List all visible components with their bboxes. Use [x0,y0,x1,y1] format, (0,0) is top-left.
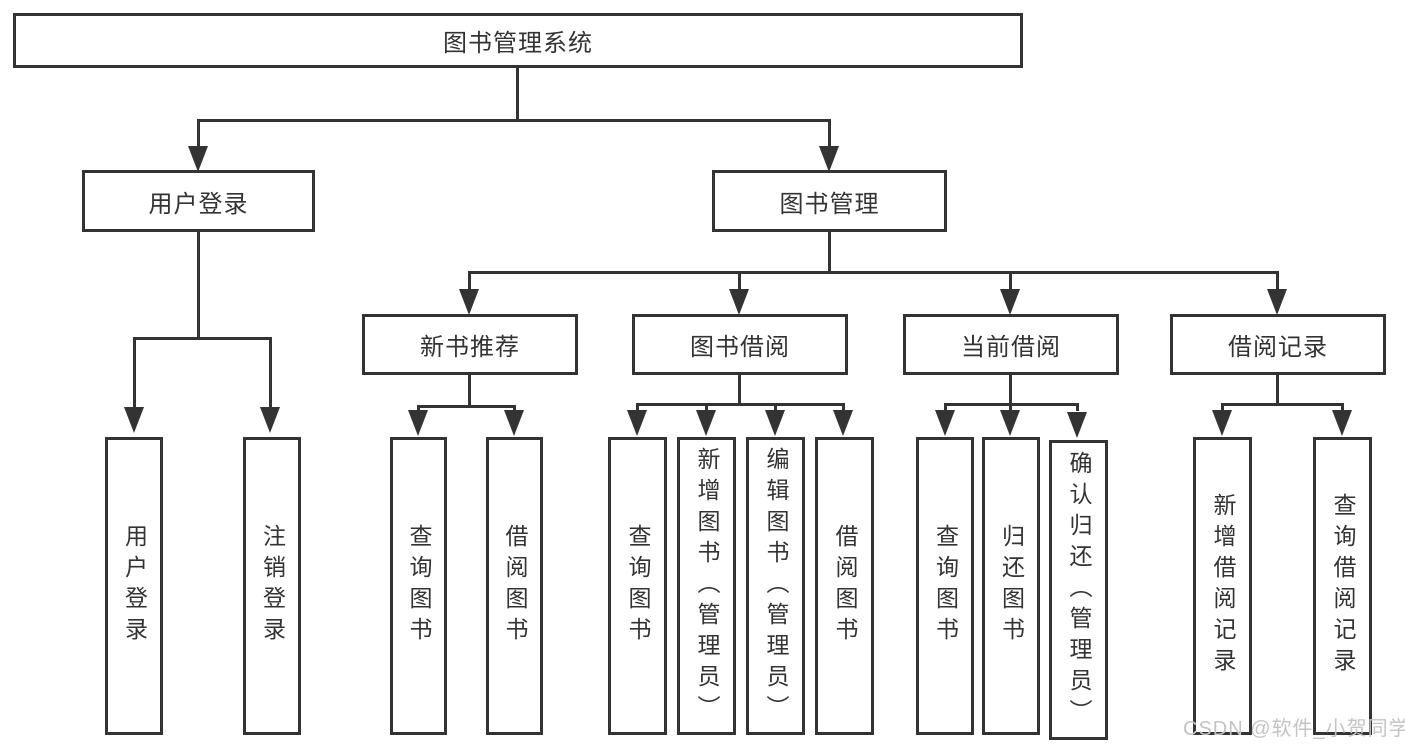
edge-user-login-children-bar [133,337,272,340]
arrow-down-icon [729,289,749,315]
arrow-down-icon [1067,412,1087,438]
node-query-books-recommend: 查询图书 [390,437,447,735]
arrow-down-icon [188,146,208,172]
edge-to-logout-action [269,337,272,409]
edge-new-book-recommend-bar [417,405,516,408]
arrow-down-icon [408,410,428,436]
edge-to-borrowing-records [1276,271,1279,291]
node-library-system: 图书管理系统 [13,13,1023,68]
edge-user-login-stem [197,230,200,340]
edge-to-current-borrowing [1009,271,1012,291]
edge-to-add-books [705,403,708,411]
arrow-down-icon [1212,410,1232,436]
node-edit-books-admin: 编辑图书（管理员） [746,437,805,735]
arrow-down-icon [1000,410,1020,436]
edge-to-query-borrow-record [1341,403,1344,411]
arrow-down-icon [1332,410,1352,436]
edge-to-borrow-books-1 [513,405,516,412]
edge-to-login-action [133,337,136,409]
node-add-books-admin: 新增图书（管理员） [677,437,736,735]
edge-to-book-borrowing [738,271,741,291]
edge-book-management-children-bar [469,271,1279,274]
edge-root-stem [516,66,519,122]
arrow-down-icon [504,410,524,436]
arrow-down-icon [459,289,479,315]
edge-to-book-management [828,119,831,149]
edge-to-confirm-return [1076,403,1079,411]
edge-borrowing-records-stem [1276,373,1279,406]
edge-to-edit-books [774,403,777,411]
arrow-down-icon [833,410,853,436]
edge-to-query-books-1 [417,405,420,412]
node-current-borrowing: 当前借阅 [903,314,1119,375]
arrow-down-icon [765,410,785,436]
node-add-borrow-record: 新增借阅记录 [1193,437,1252,735]
arrow-down-icon [627,410,647,436]
node-confirm-return-admin: 确认归还（管理员） [1049,440,1108,740]
node-logout-action: 注销登录 [243,437,301,735]
edge-book-borrowing-bar [636,403,845,406]
edge-to-return-books [1009,403,1012,411]
edge-to-query-books-2 [636,403,639,411]
node-query-books-current: 查询图书 [916,437,974,735]
edge-root-children-bar [197,119,831,122]
node-query-borrow-record: 查询借阅记录 [1313,437,1372,735]
node-borrow-books-recommend: 借阅图书 [486,437,543,735]
node-return-books: 归还图书 [982,437,1040,735]
node-book-borrowing: 图书借阅 [632,314,848,375]
csdn-watermark: CSDN @软件_小贺同学 [1183,718,1405,740]
arrow-down-icon [696,410,716,436]
edge-to-borrow-books-2 [842,403,845,411]
arrow-down-icon [819,146,839,172]
node-user-login-action: 用户登录 [105,437,163,735]
edge-borrowing-records-bar [1221,403,1343,406]
edge-to-new-book-recommend [468,271,471,291]
arrow-down-icon [260,407,280,433]
node-book-management: 图书管理 [712,170,947,232]
node-user-login: 用户登录 [82,170,315,232]
edge-to-add-borrow-record [1221,403,1224,411]
node-borrowing-records: 借阅记录 [1170,314,1386,375]
node-borrow-books-borrowing: 借阅图书 [815,437,874,735]
edge-to-query-books-3 [944,403,947,411]
arrow-down-icon [1267,289,1287,315]
edge-book-management-stem [828,230,831,274]
arrow-down-icon [1000,289,1020,315]
arrow-down-icon [935,410,955,436]
edge-book-borrowing-stem [738,373,741,406]
arrow-down-icon [124,407,144,433]
edge-to-user-login [197,119,200,149]
edge-current-borrowing-stem [1009,373,1012,406]
node-new-book-recommend: 新书推荐 [362,314,578,375]
edge-new-book-recommend-stem [468,373,471,408]
node-query-books-borrowing: 查询图书 [608,437,667,735]
